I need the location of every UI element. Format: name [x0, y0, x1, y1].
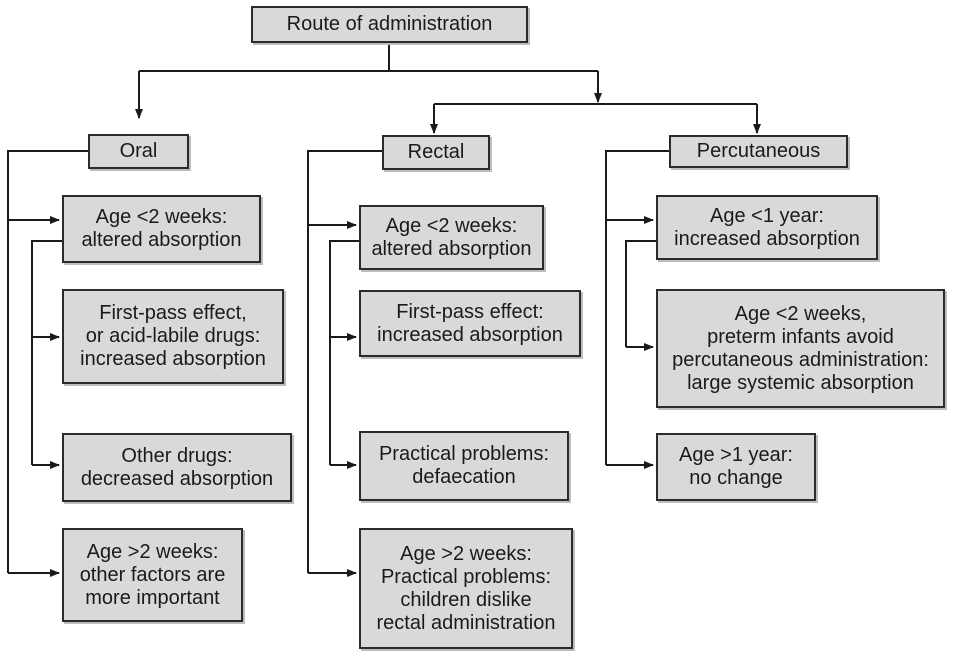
oral-item-box: Other drugs: decreased absorption: [62, 433, 292, 502]
connector-rectal-trunk: [307, 150, 382, 573]
oral-item-box: Age <2 weeks: altered absorption: [62, 195, 261, 263]
percutaneous-box: Percutaneous: [669, 135, 848, 168]
rectal-box: Rectal: [382, 135, 490, 170]
root-box: Route of administration: [251, 6, 528, 43]
rectal-item-box: Practical problems: defaecation: [359, 431, 569, 501]
connector-percutaneous-trunk: [605, 150, 669, 465]
connector-oral-trunk: [7, 150, 88, 573]
oral-box: Oral: [88, 134, 189, 169]
percutaneous-item-box: Age <1 year: increased absorption: [656, 195, 878, 260]
percutaneous-item-box: Age <2 weeks, preterm infants avoid perc…: [656, 289, 945, 408]
connector-oral-sub-trunk: [31, 240, 62, 465]
rectal-item-box: Age >2 weeks: Practical problems: childr…: [359, 528, 573, 649]
oral-item-box: Age >2 weeks: other factors are more imp…: [62, 528, 243, 622]
percutaneous-item-box: Age >1 year: no change: [656, 433, 816, 501]
rectal-item-box: First-pass effect: increased absorption: [359, 290, 581, 357]
connector-percutaneous-sub-trunk: [625, 240, 656, 347]
rectal-item-box: Age <2 weeks: altered absorption: [359, 205, 544, 270]
oral-item-box: First-pass effect, or acid-labile drugs:…: [62, 289, 284, 384]
connector-rectal-sub-trunk: [329, 240, 359, 465]
